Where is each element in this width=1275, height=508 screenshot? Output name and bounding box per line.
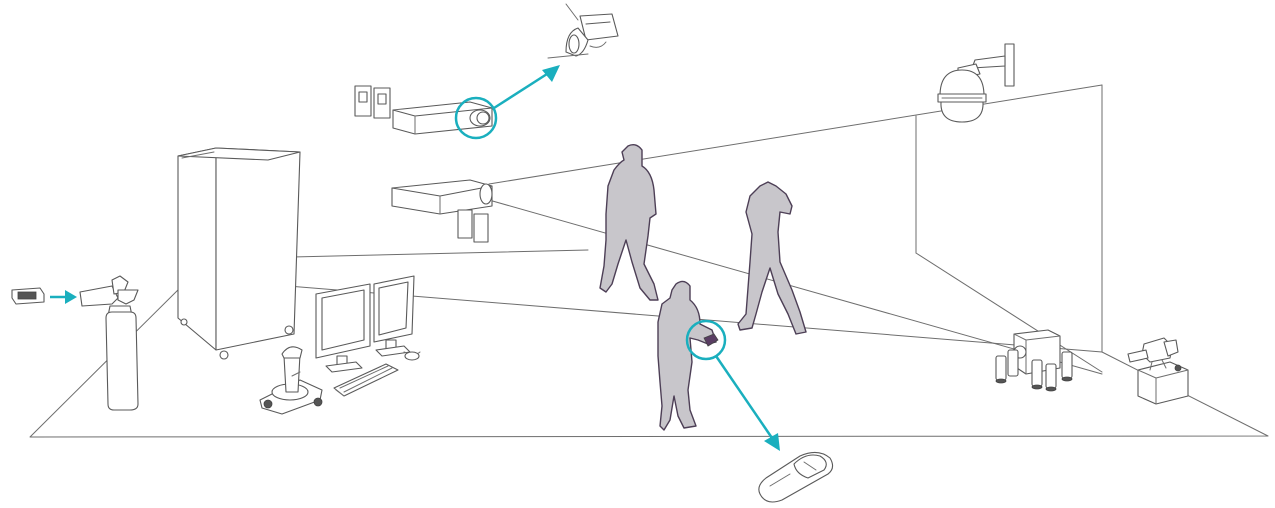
equipment-rack-cabinet-icon: [177, 147, 301, 360]
back-wall-line: [291, 249, 589, 258]
dual-monitor-workstation-icon: [315, 275, 421, 373]
screen-bottom-edge: [488, 199, 1103, 375]
projector-lens-shift-detail-icon: [547, 3, 619, 59]
6dof-mouse-icon: [758, 451, 834, 503]
callout-extinguisher-arrow: [50, 290, 77, 304]
motion-platform-icon: [1127, 337, 1189, 405]
person-standing-left-icon: [599, 143, 659, 301]
callout-projector-lens: [454, 65, 560, 140]
rear-projector-icon: [391, 179, 493, 243]
handheld-controller-icon: [703, 333, 719, 347]
keyboard-icon: [333, 363, 399, 397]
callout-controller: [685, 319, 780, 451]
projector-icon: [354, 85, 493, 135]
screen-top-edge: [488, 84, 1103, 185]
person-aiming-right-icon: [737, 181, 807, 335]
person-holding-controller-icon: [657, 280, 717, 431]
surround-speaker-set-icon: [995, 329, 1073, 392]
ptz-dome-camera-icon: [937, 43, 1015, 123]
joystick-icon: [259, 346, 323, 415]
fire-extinguisher-icon: [11, 275, 139, 411]
